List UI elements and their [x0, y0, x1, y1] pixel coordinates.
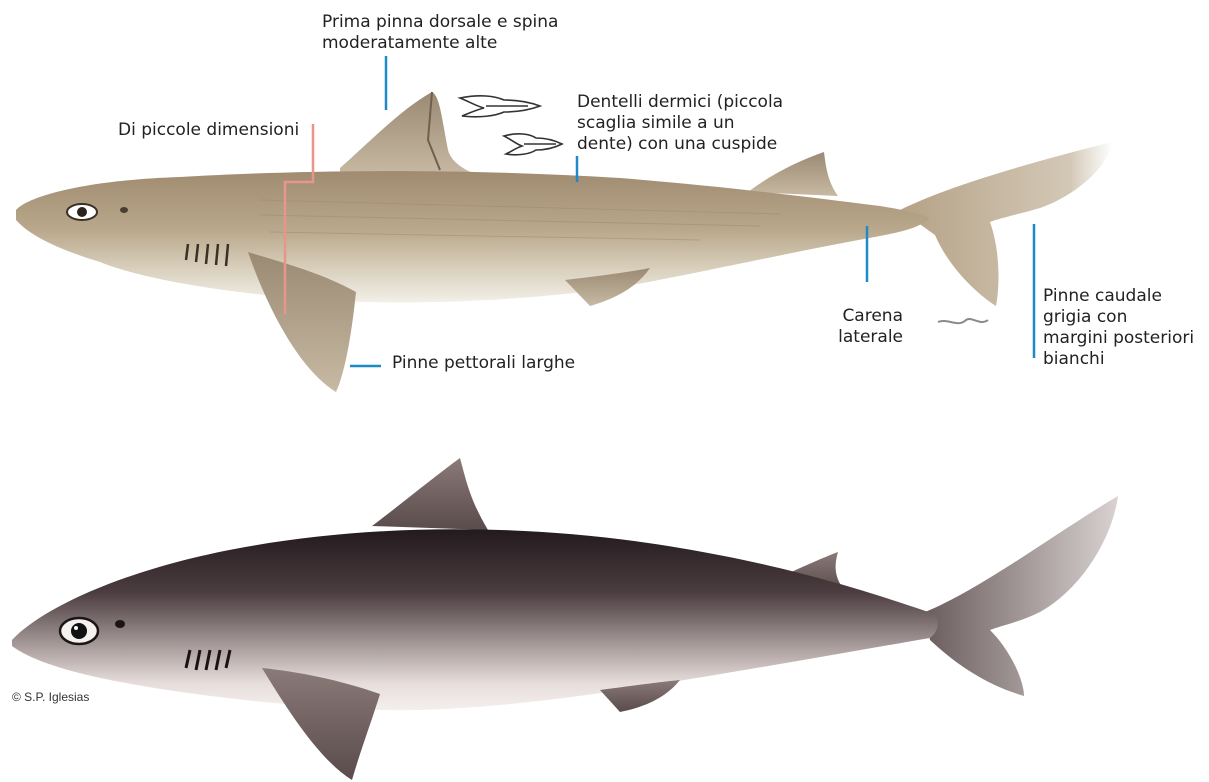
label-small-size: Di piccole dimensioni [118, 120, 299, 141]
photo-first-dorsal-fin [372, 458, 488, 530]
denticle-sketches [460, 96, 562, 155]
photo-credit: © S.P. Iglesias [12, 690, 89, 704]
label-pectoral-fins: Pinne pettorali larghe [392, 353, 575, 374]
label-dermal-denticles: Dentelli dermici (piccola scaglia simile… [577, 92, 783, 155]
photographed-shark [12, 458, 1118, 780]
label-lateral-keel: Carena laterale [837, 306, 903, 348]
label-first-dorsal-fin: Prima pinna dorsale e spina moderatament… [322, 12, 558, 54]
first-dorsal-fin [340, 92, 480, 176]
photo-body [12, 529, 938, 710]
caudal-fin [900, 142, 1112, 306]
photo-caudal-fin [925, 496, 1118, 696]
artist-signature [938, 319, 988, 323]
second-dorsal-fin [748, 152, 838, 196]
label-caudal-fin: Pinne caudale grigia con margini posteri… [1043, 286, 1194, 370]
